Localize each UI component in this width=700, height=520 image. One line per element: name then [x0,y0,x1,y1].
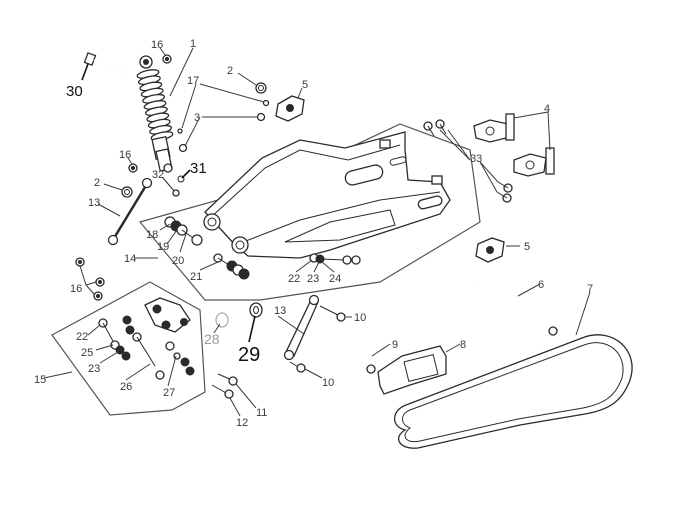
callout-12: 12 [236,417,248,429]
pivot-collar-21 [213,253,250,280]
callout-20: 20 [172,255,184,267]
linkage-group-outline [51,281,206,416]
callout-4: 4 [544,103,550,115]
callout-28: 28 [204,331,220,347]
callout-5: 5 [524,241,530,253]
callout-11: 11 [256,407,267,419]
callout-16: 16 [119,149,131,161]
spacer-set-22-23-24 [309,253,361,265]
bolts-10 [289,305,346,373]
callout-15: 15 [34,374,46,386]
callout-17: 17 [187,75,199,87]
callout-18: 18 [146,229,158,241]
callout-22: 22 [76,331,88,343]
link-rod-13-left [107,177,153,246]
drive-chain-7 [393,334,633,449]
callout-5: 5 [302,79,308,91]
swing-arm [203,131,451,259]
chain-adjuster-block-top [275,95,305,122]
callout-23: 23 [307,273,319,285]
bolt-17-small [177,99,270,134]
pivot-bushing-18-19-20 [164,216,203,246]
callout-26: 26 [120,381,132,393]
callout-13: 13 [274,305,286,317]
bolts-11-12 [211,373,238,399]
callout-14: 14 [124,253,136,265]
callout-27: 27 [163,387,175,399]
rocker-arm-27 [144,297,191,333]
rear-axle-6 [473,283,558,336]
washer-28 [215,312,229,328]
callout-22: 22 [288,273,300,285]
rear-shock-absorber [136,55,174,173]
callout-16: 16 [151,39,163,51]
callout-32: 32 [152,169,164,181]
callout-8: 8 [460,339,466,351]
callout-16: 16 [70,283,82,295]
callout-13: 13 [88,197,100,209]
callout-9: 9 [392,339,398,351]
washer-29 [249,302,263,318]
callout-6: 6 [538,279,544,291]
nuts-16-left [75,257,105,301]
bolt-32 [162,177,180,197]
nut-2-left [121,186,133,198]
chain-adjusters-4 [473,113,555,177]
nut-2-top [255,82,267,94]
linkage-shaft-9 [309,330,376,374]
nut-16-top [162,54,172,64]
leader-lines [43,47,591,417]
callout-1: 1 [190,38,196,50]
callout-31: 31 [190,160,207,177]
callout-21: 21 [190,271,202,283]
callout-2: 2 [94,177,100,189]
adjuster-bolts-33 [423,119,513,203]
link-rod-13-right [283,294,320,361]
callout-24: 24 [329,273,341,285]
callout-10: 10 [354,312,366,324]
callout-23: 23 [88,363,100,375]
callout-25: 25 [81,347,93,359]
callout-33: 33 [470,153,482,165]
callout-2: 2 [227,65,233,77]
callout-29: 29 [238,344,260,366]
shock-mount-bolt [83,52,123,73]
callout-7: 7 [587,283,593,295]
callout-30: 30 [66,83,83,100]
callout-10: 10 [322,377,334,389]
chain-guide-8 [377,345,447,395]
callout-3: 3 [194,112,200,124]
callout-19: 19 [157,241,169,253]
chain-adjuster-block-bottom [475,237,505,263]
nut-16-mid [128,163,138,173]
